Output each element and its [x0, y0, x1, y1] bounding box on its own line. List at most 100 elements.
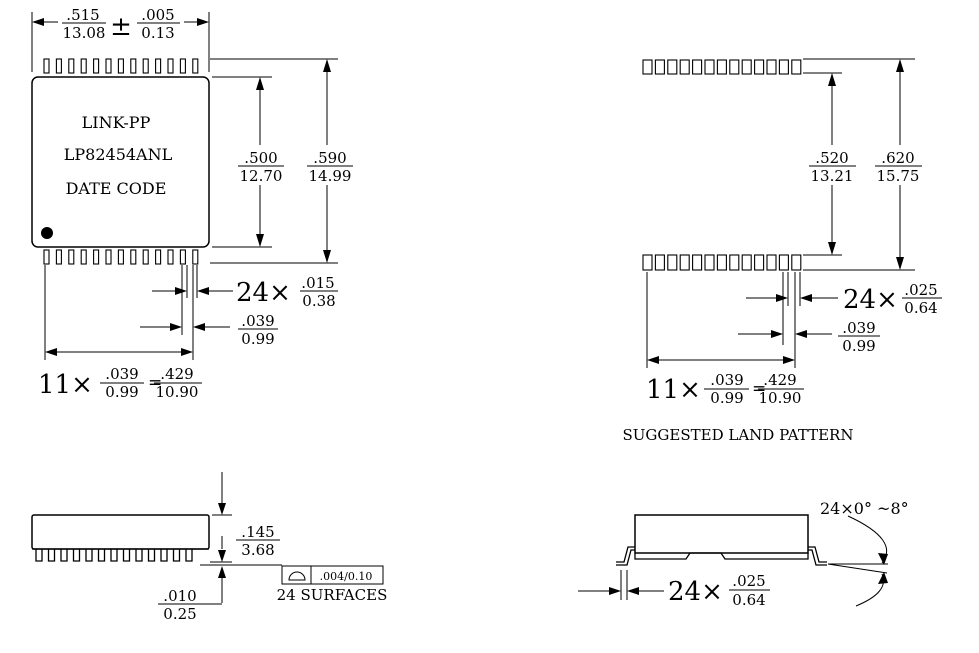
- pitch-mm: 0.99: [241, 330, 274, 348]
- end-lead-mm: 0.64: [732, 591, 765, 609]
- coplanarity-frame: [281, 565, 384, 585]
- width-tol-in: .005: [141, 6, 174, 24]
- width-in: .515: [66, 6, 99, 24]
- lead-angle: 24×0° ~8°: [820, 499, 909, 518]
- side-leads: [32, 548, 209, 562]
- side-lead: [35, 549, 43, 562]
- pin: [105, 58, 112, 74]
- land-pattern-caption: SUGGESTED LAND PATTERN: [623, 426, 854, 444]
- pin: [167, 58, 174, 74]
- pin: [142, 58, 149, 74]
- land-pad: [692, 59, 703, 75]
- side-lead: [135, 549, 143, 562]
- pin: [105, 249, 112, 265]
- land-pad: [716, 254, 727, 271]
- side-lead: [160, 549, 168, 562]
- side-lead: [97, 549, 106, 562]
- pin: [192, 58, 199, 74]
- land-pad: [741, 59, 752, 75]
- pad-width-mult: 24×: [843, 285, 898, 315]
- body-height-mm: 12.70: [240, 167, 283, 185]
- land-pad: [642, 59, 653, 75]
- land-pads-upper: [642, 59, 802, 75]
- land-pad: [766, 254, 777, 271]
- side-lead: [85, 549, 93, 562]
- end-lead-in: .025: [732, 572, 765, 590]
- pin: [55, 249, 62, 265]
- pin: [80, 249, 87, 265]
- side-lead: [60, 549, 68, 562]
- overall-height-in: .590: [313, 149, 346, 167]
- top-pins-lower: [43, 249, 199, 265]
- pin: [167, 249, 174, 265]
- side-lead: [172, 549, 181, 562]
- pin: [142, 249, 149, 265]
- land-span-total-mm: 10.90: [759, 389, 802, 407]
- pin: [68, 249, 75, 265]
- standoff-in: .010: [163, 587, 196, 605]
- land-pitch-in: .039: [842, 319, 875, 337]
- pin: [155, 58, 162, 74]
- width-tol-mm: 0.13: [141, 24, 174, 42]
- right-gull-wing-lead: [808, 546, 827, 566]
- pin-width-in: .015: [301, 274, 334, 292]
- pin: [93, 249, 100, 265]
- land-pad: [791, 59, 802, 75]
- land-pad: [716, 59, 727, 75]
- left-gull-wing-lead: [616, 546, 635, 566]
- side-lead: [147, 549, 156, 562]
- land-pad: [729, 254, 740, 271]
- land-pad: [754, 254, 765, 271]
- end-body-standoff: [634, 552, 809, 560]
- pin: [117, 249, 124, 265]
- pin-width-mult: 24×: [236, 278, 291, 308]
- side-lead: [110, 549, 118, 562]
- marking-line-3: DATE CODE: [66, 179, 167, 198]
- span-total-in: .429: [160, 365, 193, 383]
- land-pad: [692, 254, 703, 271]
- pin: [155, 249, 162, 265]
- end-body: [634, 514, 809, 554]
- land-pad: [704, 59, 715, 75]
- land-pad: [704, 254, 715, 271]
- pin: [43, 249, 50, 265]
- pad-width-mm: 0.64: [904, 299, 937, 317]
- land-pad: [679, 59, 690, 75]
- land-pad: [729, 59, 740, 75]
- pad-width-in: .025: [904, 281, 937, 299]
- land-pad: [766, 59, 777, 75]
- side-view: .145 3.68 .010 0.25 .004/0.10 24 SURFACE…: [31, 472, 388, 623]
- pin: [130, 249, 137, 265]
- pin: [80, 58, 87, 74]
- coplanarity-value: .004/0.10: [320, 570, 373, 583]
- land-pad: [654, 59, 665, 75]
- land-pattern-view: .520 13.21 .620 15.75 24× .025 0.64 .039…: [623, 58, 942, 444]
- span-mult: 11×: [38, 370, 93, 400]
- pin: [43, 58, 50, 74]
- pin: [130, 58, 137, 74]
- standoff-mm: 0.25: [163, 605, 196, 623]
- pitch-in: .039: [241, 312, 274, 330]
- top-pins-upper: [43, 58, 199, 74]
- surfaces-label: 24 SURFACES: [277, 586, 388, 604]
- land-outer-mm: 15.75: [877, 167, 920, 185]
- land-inner-mm: 13.21: [811, 167, 854, 185]
- arrow-right: [197, 18, 209, 26]
- side-body: [31, 514, 210, 550]
- pin: [93, 58, 100, 74]
- pin: [192, 249, 199, 265]
- pin: [179, 58, 186, 74]
- side-height-mm: 3.68: [241, 541, 274, 559]
- land-span-pitch-mm: 0.99: [710, 389, 743, 407]
- overall-height-mm: 14.99: [309, 167, 352, 185]
- span-pitch-in: .039: [105, 365, 138, 383]
- land-span-pitch-in: .039: [710, 371, 743, 389]
- arrow-left: [32, 18, 44, 26]
- side-height-in: .145: [241, 523, 274, 541]
- land-span-total-in: .429: [763, 371, 796, 389]
- width-pm: ±: [110, 12, 132, 42]
- land-pad: [654, 254, 665, 271]
- pin1-indicator: [41, 227, 53, 239]
- land-inner-in: .520: [815, 149, 848, 167]
